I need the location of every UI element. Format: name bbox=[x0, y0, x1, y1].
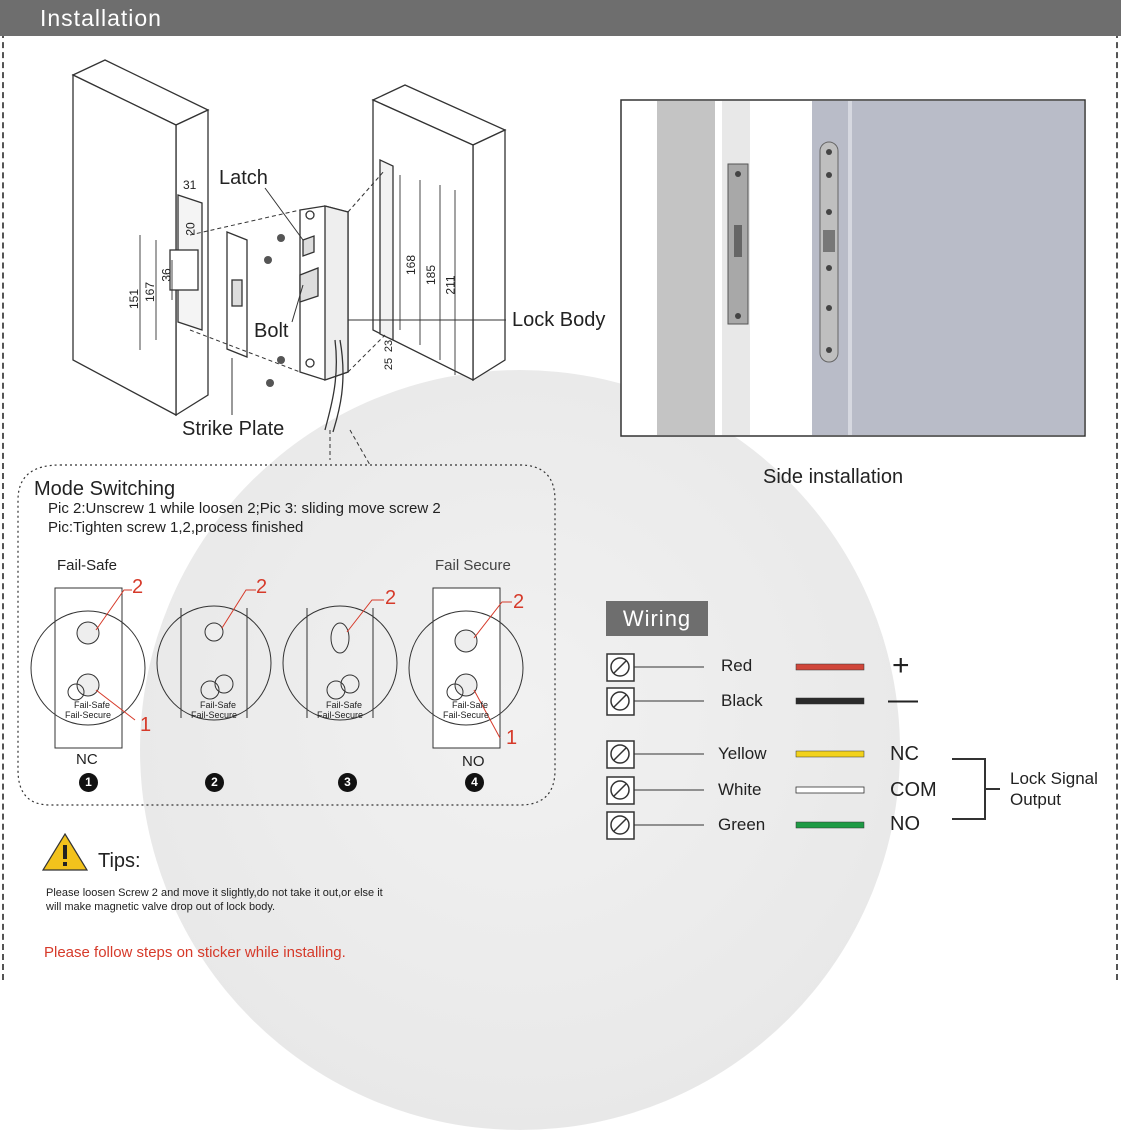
wire-swatch-green bbox=[795, 821, 865, 829]
pic1-fail-safe-text: Fail-Safe bbox=[74, 700, 111, 710]
strike-plate-label: Strike Plate bbox=[182, 418, 285, 440]
signal-bracket bbox=[952, 758, 1000, 820]
wiring-terminals bbox=[606, 653, 635, 840]
page-title: Installation bbox=[40, 5, 162, 31]
strike-plate bbox=[226, 231, 248, 358]
mode-pic-3 bbox=[282, 605, 398, 721]
side-installation-caption: Side installation bbox=[763, 466, 904, 488]
sticker-warning: Please follow steps on sticker while ins… bbox=[44, 944, 346, 961]
dim-20: 20 bbox=[183, 222, 198, 236]
wire-name-yellow: Yellow bbox=[718, 744, 767, 763]
mode-switching-line-2: Pic:Tighten screw 1,2,process finished bbox=[48, 519, 304, 536]
pic-number-2: 2 bbox=[205, 773, 224, 792]
wire-name-white: White bbox=[718, 780, 762, 799]
warning-icon bbox=[41, 832, 89, 871]
dashed-frame bbox=[2, 2, 1118, 980]
screw-number-leaders bbox=[95, 589, 512, 739]
diagram-svg bbox=[17, 59, 1086, 871]
screw-icons bbox=[264, 234, 285, 387]
no-terminal-label: NO bbox=[890, 813, 920, 835]
screw-1-label-pic1: 1 bbox=[140, 714, 152, 736]
dim-167: 167 bbox=[143, 281, 158, 303]
wire-swatch-black bbox=[795, 697, 865, 705]
mode-switching-title: Mode Switching bbox=[34, 478, 176, 500]
latch-label: Latch bbox=[219, 167, 268, 189]
dim-31: 31 bbox=[183, 178, 197, 192]
door-right bbox=[371, 84, 507, 382]
header-bar: Installation bbox=[0, 0, 1121, 36]
tips-line-2: will make magnetic valve drop out of loc… bbox=[46, 901, 276, 913]
fail-secure-title: Fail Secure bbox=[435, 557, 511, 574]
label-leaders bbox=[231, 187, 506, 415]
pic3-fail-secure-text: Fail-Secure bbox=[317, 710, 364, 720]
dim-185: 185 bbox=[424, 264, 439, 286]
dim-25: 25 bbox=[383, 357, 396, 371]
lock-body-label: Lock Body bbox=[512, 309, 606, 331]
mode-pic-4 bbox=[408, 587, 524, 749]
fail-safe-title: Fail-Safe bbox=[57, 557, 118, 574]
nc-label: NC bbox=[76, 751, 98, 768]
pic4-fail-safe-text: Fail-Safe bbox=[452, 700, 489, 710]
lock-signal-label-line-2: Output bbox=[1010, 790, 1062, 809]
screw-2-label-pic4: 2 bbox=[513, 591, 525, 613]
side-installation-photo bbox=[620, 99, 1086, 437]
wire-swatch-white bbox=[795, 786, 865, 794]
pic2-fail-secure-text: Fail-Secure bbox=[191, 710, 238, 720]
wiring-leader-lines bbox=[634, 666, 704, 826]
pic-number-3: 3 bbox=[338, 773, 357, 792]
screw-1-label-pic4: 1 bbox=[506, 727, 518, 749]
wire-name-green: Green bbox=[718, 815, 766, 834]
negative-symbol: — bbox=[888, 683, 918, 716]
lock-signal-label-line-1: Lock Signal bbox=[1010, 769, 1098, 788]
pic4-fail-secure-text: Fail-Secure bbox=[443, 710, 490, 720]
wiring-title: Wiring bbox=[606, 601, 708, 636]
com-terminal-label: COM bbox=[890, 779, 937, 801]
bolt-label: Bolt bbox=[254, 320, 289, 342]
mode-pic-2 bbox=[156, 605, 272, 721]
positive-symbol: + bbox=[892, 649, 910, 682]
pic1-fail-secure-text: Fail-Secure bbox=[65, 710, 112, 720]
pic-number-4: 4 bbox=[465, 773, 484, 792]
pic-number-1: 1 bbox=[79, 773, 98, 792]
wire-swatch-red bbox=[795, 663, 865, 671]
screw-2-label-pic3: 2 bbox=[385, 587, 397, 609]
dim-151: 151 bbox=[127, 288, 142, 310]
screw-2-label-pic1: 2 bbox=[132, 576, 144, 598]
wire-swatch-yellow bbox=[795, 750, 865, 758]
mode-pic-1 bbox=[30, 587, 146, 749]
dim-211: 211 bbox=[443, 275, 458, 295]
nc-terminal-label: NC bbox=[890, 743, 919, 765]
dim-23: 23 bbox=[383, 339, 396, 353]
screw-2-label-pic2: 2 bbox=[256, 576, 268, 598]
lock-body bbox=[299, 205, 349, 433]
mode-switching-line-1: Pic 2:Unscrew 1 while loosen 2;Pic 3: sl… bbox=[48, 500, 441, 517]
dim-168: 168 bbox=[404, 254, 419, 276]
wire-name-red: Red bbox=[721, 656, 753, 675]
tips-heading: Tips: bbox=[98, 850, 141, 872]
dimension-lines bbox=[139, 175, 456, 375]
pic3-fail-safe-text: Fail-Safe bbox=[326, 700, 363, 710]
no-label: NO bbox=[462, 753, 485, 770]
tips-line-1: Please loosen Screw 2 and move it slight… bbox=[46, 887, 383, 899]
door-frame-left bbox=[71, 59, 210, 417]
guide-lines bbox=[189, 169, 386, 466]
dim-36: 36 bbox=[159, 268, 174, 282]
wire-name-black: Black bbox=[721, 691, 763, 710]
pic2-fail-safe-text: Fail-Safe bbox=[200, 700, 237, 710]
